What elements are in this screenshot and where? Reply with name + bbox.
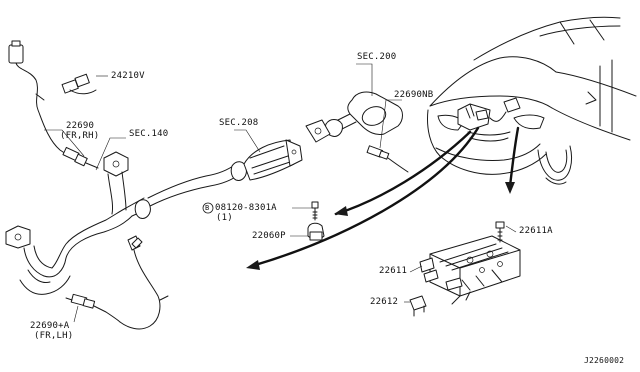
front-lh-oxygen-sensor: [65, 237, 169, 330]
callout-sec-200: SEC.200: [357, 52, 397, 62]
callout-22690-location: (FR,RH): [60, 131, 100, 141]
callout-sec-140: SEC.140: [129, 129, 169, 139]
engine-harness-connector: [61, 73, 108, 95]
clip-22612: [409, 295, 427, 317]
callout-22690a: 22690+A: [30, 321, 70, 331]
callout-08120-8301a: 08120-8301A: [215, 203, 277, 213]
callout-sec-208: SEC.208: [219, 118, 259, 128]
callout-22690: 22690: [66, 121, 95, 131]
bolt-marker-circle: [202, 202, 214, 214]
location-arrows: [246, 126, 520, 270]
leader-lines: [44, 63, 517, 323]
callout-22690a-location: (FR,LH): [34, 331, 74, 341]
bracket-22060p: [307, 222, 325, 241]
muffler: [305, 91, 403, 143]
callout-22060p: 22060P: [252, 231, 286, 241]
callout-22611: 22611: [379, 266, 408, 276]
callout-bolt-quantity: (1): [216, 213, 233, 223]
bolt-22611a: [495, 221, 505, 243]
sensor-module-assembly: [419, 235, 521, 305]
bolt-08120: [311, 201, 319, 221]
front-rh-oxygen-sensor: [8, 40, 99, 169]
callout-24210v: 24210V: [111, 71, 145, 81]
vehicle-front-view: [427, 16, 637, 185]
bolt-marker-letter: B: [205, 204, 210, 212]
exhaust-front-tube: [5, 151, 247, 295]
callout-22611a: 22611A: [519, 226, 553, 236]
callout-22612: 22612: [370, 297, 399, 307]
catalytic-converter: [243, 139, 303, 181]
diagram-id: J2260002: [584, 356, 625, 365]
callout-22690nb: 22690NB: [394, 90, 434, 100]
rear-oxygen-sensor: [366, 145, 409, 173]
